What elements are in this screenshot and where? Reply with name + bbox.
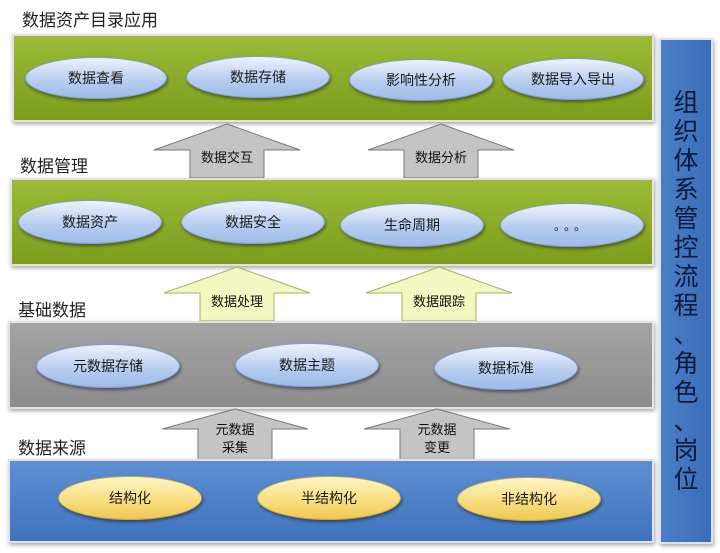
arrow-data-tracking: 数据跟踪 (364, 266, 514, 322)
arrow-data-processing: 数据处理 (162, 266, 312, 322)
side-char: 、 (673, 320, 699, 349)
arrow-label-line1: 元数据 (417, 423, 457, 438)
source-layer-title: 数据来源 (18, 439, 86, 459)
side-char: 程 (673, 291, 699, 320)
arrow-label: 数据跟踪 (412, 295, 465, 310)
side-char: 控 (673, 233, 699, 262)
side-char: 色 (673, 378, 699, 407)
side-char: 位 (673, 465, 699, 494)
source-item-structured[interactable]: 结构化 (58, 476, 202, 520)
mgmt-item-more[interactable]: 。。。 (500, 203, 644, 247)
source-item-semi-structured[interactable]: 半结构化 (257, 476, 401, 520)
side-char: 体 (673, 146, 699, 175)
mgmt-layer-title: 数据管理 (20, 157, 88, 177)
app-item-impact-analysis[interactable]: 影响性分析 (349, 59, 493, 101)
side-char: 系 (673, 175, 699, 204)
base-item-data-subject[interactable]: 数据主题 (235, 343, 379, 387)
mgmt-item-assets[interactable]: 数据资产 (18, 200, 162, 244)
source-item-unstructured[interactable]: 非结构化 (457, 477, 601, 521)
arrow-label: 数据交互 (200, 151, 253, 166)
arrow-metadata-collection: 元数据 采集 (160, 408, 310, 464)
arrow-data-analysis: 数据分析 (366, 123, 516, 179)
base-item-metadata-storage[interactable]: 元数据存储 (36, 344, 180, 388)
arrow-data-interaction: 数据交互 (152, 123, 302, 179)
arrow-metadata-change: 元数据 变更 (362, 408, 512, 464)
side-char: 流 (673, 262, 699, 291)
base-item-data-standard[interactable]: 数据标准 (434, 346, 578, 390)
arrow-label: 数据分析 (414, 151, 467, 166)
side-char: 、 (673, 407, 699, 436)
mgmt-item-lifecycle[interactable]: 生命周期 (340, 203, 484, 247)
app-layer-title: 数据资产目录应用 (22, 11, 158, 31)
arrow-label-line2: 变更 (423, 441, 450, 456)
arrow-label: 数据处理 (210, 295, 263, 310)
app-item-import-export[interactable]: 数据导入导出 (502, 58, 644, 100)
side-char: 岗 (673, 436, 699, 465)
side-char: 角 (673, 349, 699, 378)
arrow-label-line1: 元数据 (215, 423, 255, 438)
side-char: 管 (673, 204, 699, 233)
side-char: 织 (673, 117, 699, 146)
app-item-storage[interactable]: 数据存储 (186, 56, 330, 98)
arrow-label-line2: 采集 (221, 441, 248, 456)
governance-side-bar: 组 织 体 系 管 控 流 程 、 角 色 、 岗 位 (659, 38, 713, 544)
base-layer-title: 基础数据 (18, 301, 86, 321)
mgmt-item-security[interactable]: 数据安全 (181, 200, 325, 244)
app-item-view[interactable]: 数据查看 (25, 57, 167, 99)
side-char: 组 (673, 88, 699, 117)
